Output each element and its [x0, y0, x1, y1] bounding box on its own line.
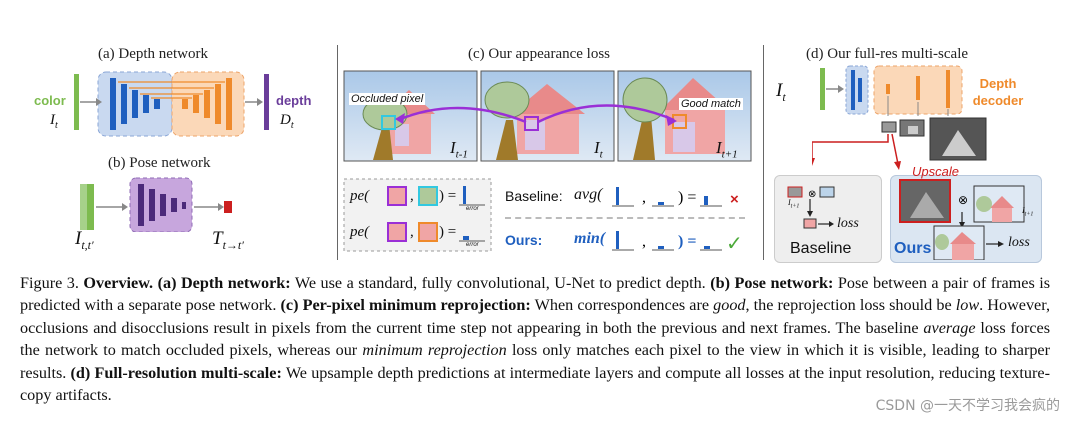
d-head: (d) Full-resolution multi-scale: [70, 363, 282, 382]
svg-text:⊗: ⊗ [808, 189, 816, 200]
pose-input-symbol: It,t′ [75, 228, 94, 252]
svg-text:×: × [730, 191, 739, 208]
frame-t [480, 70, 615, 162]
d-text: We upsample depth predictions at interme… [20, 363, 1050, 405]
pe-text-1: pe( [350, 188, 370, 204]
occluded-pixel-label: Occluded pixel [349, 93, 426, 105]
b-text: Pose between a pair of frames is predict… [20, 274, 1051, 315]
pe-sep-1: , [410, 188, 414, 204]
ours-op: min( [574, 230, 606, 247]
baseline-frame-label: It+1 [788, 198, 800, 210]
csdn-watermark: CSDN @一天不学习我会疯的 [875, 398, 1060, 414]
depth-network-diagram [74, 71, 269, 137]
panel-a-title: (a) Depth network [98, 46, 208, 62]
panel-d-title: (d) Our full-res multi-scale [806, 46, 969, 62]
ours-loss-label: loss [1008, 235, 1030, 250]
c-low: low [955, 296, 980, 315]
input-symbol-it: It [50, 112, 58, 131]
good-match-label: Good match [679, 98, 743, 110]
baseline-label: Baseline: [505, 188, 563, 204]
baseline-equation-bars: , ) = × [612, 187, 739, 208]
svg-text:,: , [642, 189, 646, 206]
baseline-op: avg( [574, 186, 603, 203]
divider-1 [337, 45, 338, 260]
fullres-diagram [812, 65, 987, 170]
c-text4: loss forces the network to match occlude… [20, 318, 1051, 360]
pe-comparison-box [343, 178, 492, 252]
panel-b-title: (b) Pose network [108, 155, 211, 171]
pe-eq-1: ) = [439, 188, 457, 204]
c-text1: When correspondences are [534, 296, 710, 315]
ours-box-contents: ⊗ [899, 179, 1025, 260]
depth-decoder-label: Depth decoder [972, 76, 1024, 108]
ours-frame-label: It+1 [1022, 206, 1034, 218]
figure-caption: Figure 3. Overview. (a) Depth network: W… [20, 272, 1050, 406]
frame-label-t: It [594, 138, 603, 161]
pe-eq-2: ) = [439, 224, 457, 240]
ours-equation-bars: , ) = ✓ [612, 231, 743, 255]
fig-label: Figure 3. [20, 274, 79, 292]
output-symbol-dt: Dt [280, 112, 294, 131]
pose-output-symbol: Tt→t′ [212, 228, 244, 252]
ours-box-label: Ours [894, 240, 932, 257]
b-head: (b) Pose network: [710, 274, 834, 292]
c-text3: . However, occlusions and disocclusions … [20, 296, 1051, 337]
pe-text-2: pe( [350, 224, 370, 240]
pose-output [224, 201, 232, 213]
c-text5: loss only matches each pixel to the view… [20, 341, 1051, 382]
appearance-frames [343, 70, 752, 162]
error-label-1: error [466, 206, 479, 212]
frame-label-t-plus-1: It+1 [716, 138, 738, 161]
c-head: (c) Per-pixel minimum reprojection: [280, 296, 531, 315]
a-text: We use a standard, fully convolutional, … [294, 274, 706, 292]
pe-sep-2: , [410, 224, 414, 240]
frame-t-plus-1 [617, 70, 752, 162]
svg-text:⊗: ⊗ [958, 193, 968, 207]
baseline-box-label: Baseline [790, 240, 852, 257]
panel-c-title: (c) Our appearance loss [468, 46, 611, 62]
a-head: (a) Depth network: [157, 274, 291, 292]
divider-2 [763, 45, 764, 260]
svg-text:,: , [642, 233, 646, 250]
svg-text:) =: ) = [678, 189, 696, 206]
c-minrep: minimum reprojection [362, 341, 507, 360]
color-input-bar [74, 74, 79, 130]
baseline-loss-label: loss [837, 216, 859, 231]
color-label: color [34, 93, 66, 108]
svg-text:✓: ✓ [726, 231, 743, 255]
c-text2: , the reprojection loss should be [745, 296, 952, 315]
svg-text:) =: ) = [678, 233, 696, 250]
c-good: good [713, 296, 746, 315]
upscale-label: Upscale [912, 164, 959, 179]
depth-label: depth [276, 93, 312, 108]
error-label-2: error [466, 242, 479, 248]
d-input-symbol: It [776, 80, 786, 104]
c-average: average [923, 318, 976, 337]
frame-label-t-minus-1: It-1 [450, 138, 468, 161]
ours-label: Ours: [505, 232, 543, 248]
c-divider [505, 217, 745, 219]
baseline-box-contents: ⊗ [787, 186, 835, 229]
depth-output-bar [264, 74, 269, 130]
pose-network-diagram [80, 177, 232, 232]
overview-head: Overview. [83, 274, 154, 292]
